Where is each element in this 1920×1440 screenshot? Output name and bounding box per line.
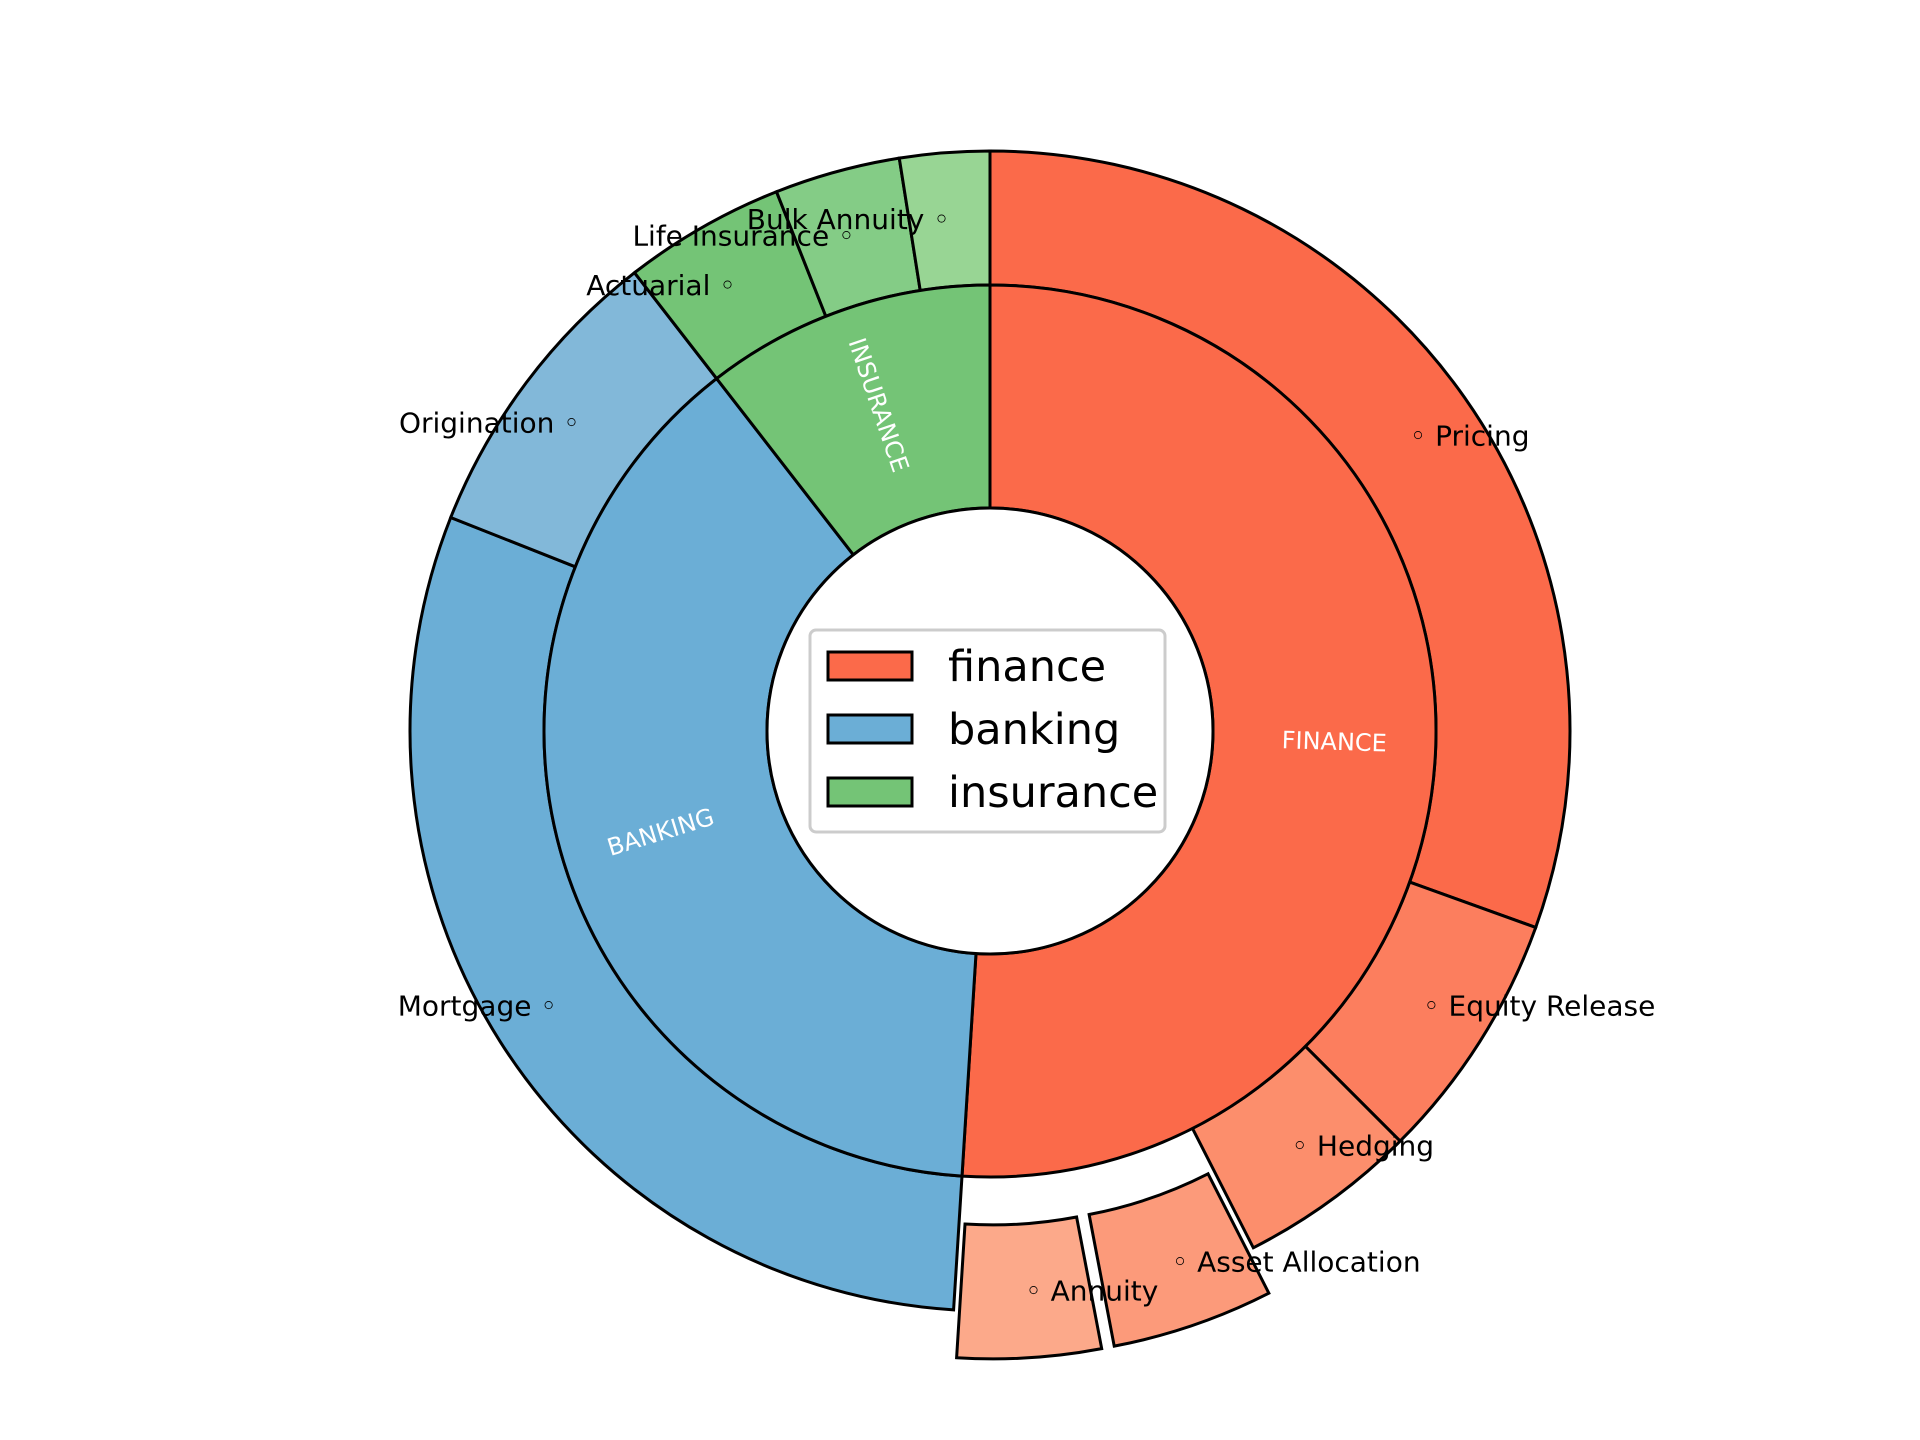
outer-label-life-insurance: Life Insurance ◦: [632, 220, 854, 253]
outer-label-hedging: ◦ Hedging: [1292, 1130, 1435, 1163]
outer-label-asset-allocation: ◦ Asset Allocation: [1172, 1245, 1421, 1278]
outer-label-bulk-annuity: Bulk Annuity ◦: [747, 203, 950, 236]
outer-label-origination: Origination ◦: [399, 407, 580, 440]
legend-swatch-insurance: [826, 776, 914, 808]
outer-label-actuarial: Actuarial ◦: [586, 269, 736, 302]
legend: finance banking insurance: [808, 628, 1167, 834]
outer-wedge-asset-allocation: [1087, 1171, 1271, 1348]
outer-label-mortgage: Mortgage ◦: [398, 989, 557, 1022]
legend-label-insurance: insurance: [948, 768, 1158, 818]
legend-label-banking: banking: [948, 705, 1120, 755]
legend-swatch-banking: [826, 713, 914, 745]
legend-swatch-finance: [826, 650, 914, 682]
inner-ring: [542, 283, 1438, 1179]
outer-label-annuity: ◦ Annuity: [1025, 1274, 1158, 1307]
outer-wedge-annuity: [955, 1215, 1104, 1361]
outer-label-pricing: ◦ Pricing: [1410, 420, 1530, 453]
inner-label-finance: FINANCE: [1281, 726, 1387, 757]
outer-ring-labels: ◦ Pricing ◦ Equity Release ◦ Hedging ◦ Asse…: [398, 203, 1656, 1307]
outer-label-equity-release: ◦ Equity Release: [1423, 989, 1655, 1022]
legend-label-finance: finance: [948, 642, 1106, 692]
